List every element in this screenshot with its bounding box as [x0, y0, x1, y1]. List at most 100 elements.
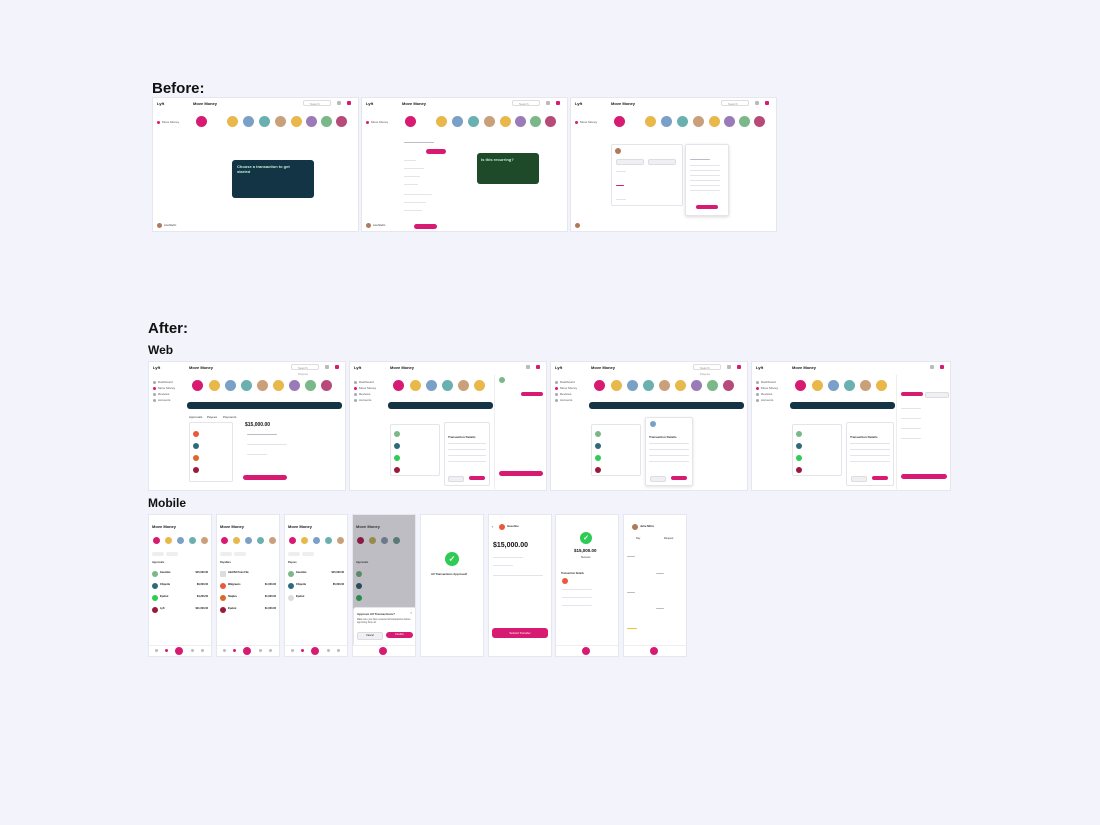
- confirm-button[interactable]: Confirm: [386, 632, 413, 638]
- add-icon[interactable]: [243, 647, 251, 655]
- add-payee-icon[interactable]: [795, 380, 806, 391]
- sidebar-item-move-money[interactable]: Move Money: [756, 386, 778, 390]
- list-item[interactable]: [796, 467, 802, 473]
- help-icon[interactable]: [737, 365, 741, 369]
- avatar[interactable]: [321, 116, 332, 127]
- avatar[interactable]: [257, 380, 268, 391]
- sidebar-item-dashboard[interactable]: Dashboard: [153, 380, 173, 384]
- list-item[interactable]: [796, 455, 802, 461]
- tab-approvals[interactable]: Approvals: [189, 415, 203, 419]
- avatar[interactable]: [366, 223, 371, 228]
- move-money-icon[interactable]: [165, 649, 168, 652]
- avatar[interactable]: [209, 380, 220, 391]
- list-item[interactable]: [394, 455, 400, 461]
- help-icon[interactable]: [556, 101, 560, 105]
- recurring-toggle[interactable]: [925, 392, 949, 398]
- bell-icon[interactable]: [526, 365, 530, 369]
- list-item[interactable]: Chipotle $9,000.00: [152, 583, 208, 591]
- avatar[interactable]: [227, 116, 238, 127]
- sidebar-item-accounts[interactable]: Accounts: [756, 398, 773, 402]
- home-icon[interactable]: [291, 649, 294, 652]
- list-item[interactable]: Walgreens $1,000.00: [220, 583, 276, 591]
- sidebar-item-reviews[interactable]: Reviews: [555, 392, 571, 396]
- add-payee-icon[interactable]: [614, 116, 625, 127]
- approve-button[interactable]: [696, 205, 718, 209]
- decline-button[interactable]: [650, 476, 666, 482]
- tab-request[interactable]: Request: [664, 537, 674, 540]
- list-item[interactable]: [595, 467, 601, 473]
- help-icon[interactable]: [940, 365, 944, 369]
- avatar[interactable]: [177, 537, 184, 544]
- home-icon[interactable]: [223, 649, 226, 652]
- avatar[interactable]: [336, 116, 347, 127]
- avatar[interactable]: [291, 116, 302, 127]
- move-money-icon[interactable]: [233, 649, 236, 652]
- avatar[interactable]: [844, 380, 855, 391]
- avatar[interactable]: [337, 537, 344, 544]
- sidebar-item-accounts[interactable]: Accounts: [354, 398, 371, 402]
- search-input[interactable]: Search Payees: [693, 364, 721, 376]
- avatar[interactable]: [709, 116, 720, 127]
- avatar[interactable]: [468, 116, 479, 127]
- sidebar-item-dashboard[interactable]: Dashboard: [354, 380, 374, 384]
- avatar[interactable]: [611, 380, 622, 391]
- add-icon[interactable]: [379, 647, 387, 655]
- sidebar-item-dashboard[interactable]: Dashboard: [756, 380, 776, 384]
- cancel-button[interactable]: Cancel: [357, 632, 383, 640]
- add-icon[interactable]: [311, 647, 319, 655]
- more-icon[interactable]: [269, 649, 272, 652]
- avatar[interactable]: [201, 537, 208, 544]
- avatar[interactable]: [301, 537, 308, 544]
- avatar[interactable]: [259, 116, 270, 127]
- help-icon[interactable]: [536, 365, 540, 369]
- bell-icon[interactable]: [755, 101, 759, 105]
- avatar[interactable]: [157, 223, 162, 228]
- close-icon[interactable]: ✕: [410, 611, 413, 615]
- add-payee-icon[interactable]: [196, 116, 207, 127]
- avatar[interactable]: [442, 380, 453, 391]
- tab-payees[interactable]: [302, 552, 314, 556]
- avatar[interactable]: [289, 380, 300, 391]
- avatar[interactable]: [545, 116, 556, 127]
- list-item[interactable]: [193, 455, 199, 461]
- avatar[interactable]: [245, 537, 252, 544]
- avatar[interactable]: [724, 116, 735, 127]
- add-payee-icon[interactable]: [192, 380, 203, 391]
- search-input[interactable]: Search: [721, 100, 749, 106]
- tab-payees[interactable]: Payees: [207, 415, 218, 419]
- list-item[interactable]: [394, 443, 400, 449]
- add-icon[interactable]: [582, 647, 590, 655]
- add-payee-icon[interactable]: [594, 380, 605, 391]
- avatar[interactable]: [325, 537, 332, 544]
- decline-button[interactable]: [851, 476, 867, 482]
- avatar[interactable]: [754, 116, 765, 127]
- list-item[interactable]: [796, 431, 802, 437]
- list-item[interactable]: [595, 443, 601, 449]
- move-money-icon[interactable]: [301, 649, 304, 652]
- list-item[interactable]: [193, 431, 199, 437]
- pay-tab[interactable]: [616, 159, 644, 165]
- avatar[interactable]: [707, 380, 718, 391]
- cards-icon[interactable]: [191, 649, 194, 652]
- list-item[interactable]: Eyebot: [288, 595, 344, 603]
- add-payee-icon[interactable]: [153, 537, 160, 544]
- avatar[interactable]: [484, 116, 495, 127]
- sidebar-item-move-money[interactable]: Move Money: [366, 120, 388, 124]
- list-item[interactable]: [796, 443, 802, 449]
- list-item[interactable]: [193, 467, 199, 473]
- avatar[interactable]: [675, 380, 686, 391]
- sidebar-item-reviews[interactable]: Reviews: [756, 392, 772, 396]
- avatar[interactable]: [243, 116, 254, 127]
- sidebar-item-dashboard[interactable]: Dashboard: [555, 380, 575, 384]
- add-payee-icon[interactable]: [221, 537, 228, 544]
- help-icon[interactable]: [335, 365, 339, 369]
- one-time-toggle[interactable]: [901, 392, 923, 396]
- bell-icon[interactable]: [546, 101, 550, 105]
- approve-button[interactable]: [671, 476, 687, 480]
- avatar[interactable]: [515, 116, 526, 127]
- search-input[interactable]: Search: [512, 100, 540, 106]
- tab-payables[interactable]: [234, 552, 246, 556]
- list-item[interactable]: [394, 467, 400, 473]
- list-item[interactable]: [193, 443, 199, 449]
- avatar[interactable]: [723, 380, 734, 391]
